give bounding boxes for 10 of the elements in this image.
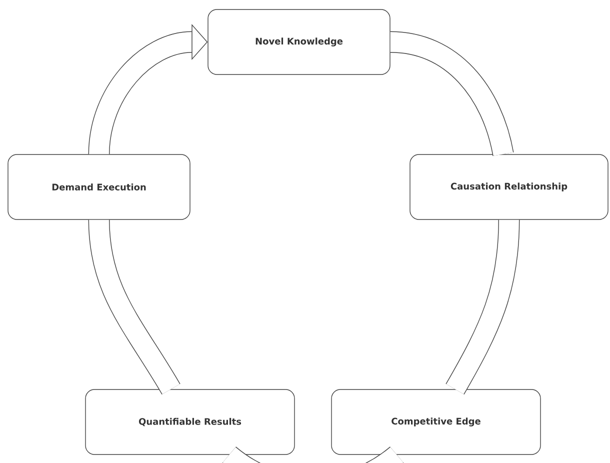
ring-segment	[222, 446, 404, 463]
ring-segment	[446, 220, 520, 394]
process-box: Demand Execution	[8, 154, 190, 220]
ring-arrow	[88, 24, 208, 155]
process-box: Competitive Edge	[331, 389, 541, 455]
process-box: Novel Knowledge	[208, 9, 390, 75]
ring-segment	[390, 31, 514, 156]
process-box: Quantifiable Results	[85, 389, 295, 455]
process-box: Causation Relationship	[410, 154, 608, 220]
ring-segment	[88, 219, 180, 395]
